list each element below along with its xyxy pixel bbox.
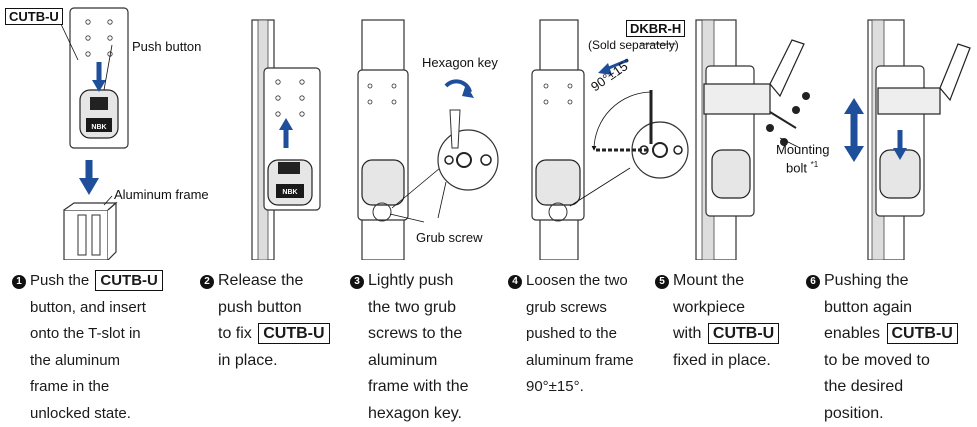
step-text: hexagon key. (368, 404, 462, 422)
step-text: aluminum frame (526, 351, 634, 369)
product-tag-inline: CUTB-U (258, 323, 330, 344)
step-line: button, and insert (12, 295, 165, 322)
step-text: with (673, 325, 706, 342)
step-number-badge: 1 (12, 275, 26, 289)
step-line: push button (200, 295, 332, 322)
mounting-label: Mounting (776, 142, 830, 157)
step-3: 3 Lightly push the two grub screws to the al… (350, 268, 468, 427)
step-text: Mount the (673, 272, 745, 289)
step-text: Release the (218, 272, 304, 289)
step-line: enables CUTB-U (806, 321, 960, 348)
step-line: 1 Push the CUTB-U (12, 268, 165, 295)
step-number-badge: 6 (806, 275, 820, 289)
step-line: the two grub (350, 295, 468, 322)
step-text: pushed to the (526, 325, 617, 342)
step-number-badge: 5 (655, 275, 669, 289)
step-text: to fix (218, 325, 257, 342)
step-text: the aluminum (30, 351, 121, 369)
step-line: position. (806, 401, 960, 427)
footnote-mark: *1 (810, 160, 819, 169)
step-line: 2 Release the (200, 268, 332, 295)
step-text: in place. (218, 351, 278, 369)
step-text: position. (824, 404, 884, 422)
step-line: 6 Pushing the (806, 268, 960, 295)
product-tag: CUTB-U (5, 8, 63, 25)
step-4: 4 Loosen the two grub screws pushed to the a… (508, 268, 634, 401)
step-line: hexagon key. (350, 401, 468, 427)
step6-illustration (844, 19, 971, 260)
step-text: aluminum (368, 351, 438, 369)
step-text: screws to the (368, 325, 463, 342)
step-line: 5 Mount the (655, 268, 781, 295)
step-text: Loosen the two (526, 272, 628, 289)
step-text: button, and insert (30, 298, 146, 316)
step-1: 1 Push the CUTB-U button, and insert onto t… (12, 268, 165, 427)
step-5: 5 Mount the workpiece with CUTB-U fixed in p… (655, 268, 781, 374)
logo-mark: NBK (282, 189, 297, 196)
product-tag-inline: CUTB-U (886, 323, 958, 344)
step-text: grub screws (526, 298, 607, 316)
step3-illustration (357, 19, 499, 260)
step-text: frame with the (368, 378, 469, 395)
step-line: frame in the (12, 374, 165, 401)
grub-screw-label: Grub screw (416, 230, 483, 245)
step-text: fixed in place. (673, 351, 771, 369)
step-number-badge: 2 (200, 275, 214, 289)
step-text: workpiece (673, 298, 746, 316)
push-button-label: Push button (132, 39, 202, 54)
step-text: unlocked state. (30, 404, 131, 422)
step-line: frame with the (350, 374, 468, 401)
product-tag-inline: CUTB-U (707, 323, 780, 344)
step-text: Pushing the (824, 272, 909, 289)
step-line: 90°±15°. (508, 374, 634, 401)
step-number-badge: 3 (350, 275, 364, 289)
aluminum-frame-label: Aluminum frame (114, 187, 209, 202)
step-2: 2 Release the push button to fix CUTB-U in p… (200, 268, 332, 374)
step5-illustration (695, 19, 810, 260)
step-line: unlocked state. (12, 401, 165, 427)
step2-illustration (251, 19, 321, 260)
step-line: to be moved to (806, 348, 960, 375)
step-text: the desired (824, 378, 904, 395)
step-line: grub screws (508, 295, 634, 322)
step4-illustration (531, 19, 689, 260)
step-line: screws to the (350, 321, 468, 348)
step-text: push button (218, 298, 302, 316)
step-text: onto the T-slot in (30, 325, 141, 342)
hexagon-key-label: Hexagon key (422, 55, 498, 70)
step-line: to fix CUTB-U (200, 321, 332, 348)
step-line: with CUTB-U (655, 321, 781, 348)
accessory-tag: DKBR-H (626, 20, 686, 37)
step-text: 90°±15°. (526, 378, 584, 395)
step-text: button again (824, 298, 913, 316)
step-line: aluminum (350, 348, 468, 375)
bolt-label: bolt *1 (786, 160, 819, 176)
step-line: button again (806, 295, 960, 322)
illustrations: NBK NBK (59, 7, 971, 260)
step-line: workpiece (655, 295, 781, 322)
step-line: pushed to the (508, 321, 634, 348)
step-line: 3 Lightly push (350, 268, 468, 295)
step-text: the two grub (368, 298, 457, 316)
step-6: 6 Pushing the button again enables CUTB-U to… (806, 268, 960, 427)
step-text: frame in the (30, 378, 110, 395)
step-line: onto the T-slot in (12, 321, 165, 348)
step1-illustration (59, 7, 129, 260)
logo-mark: NBK (91, 124, 106, 131)
step-line: the aluminum (12, 348, 165, 375)
step-text: Push the (30, 272, 94, 289)
product-tag-inline: CUTB-U (95, 270, 163, 291)
step-text: Lightly push (368, 272, 454, 289)
step-line: in place. (200, 348, 332, 375)
step-text: enables (824, 325, 885, 342)
step-line: aluminum frame (508, 348, 634, 375)
step-number-badge: 4 (508, 275, 522, 289)
step-text: to be moved to (824, 351, 930, 369)
sold-separately-label: (Sold separately) (588, 38, 679, 52)
step-line: 4 Loosen the two (508, 268, 634, 295)
step-line: fixed in place. (655, 348, 781, 375)
step-line: the desired (806, 374, 960, 401)
